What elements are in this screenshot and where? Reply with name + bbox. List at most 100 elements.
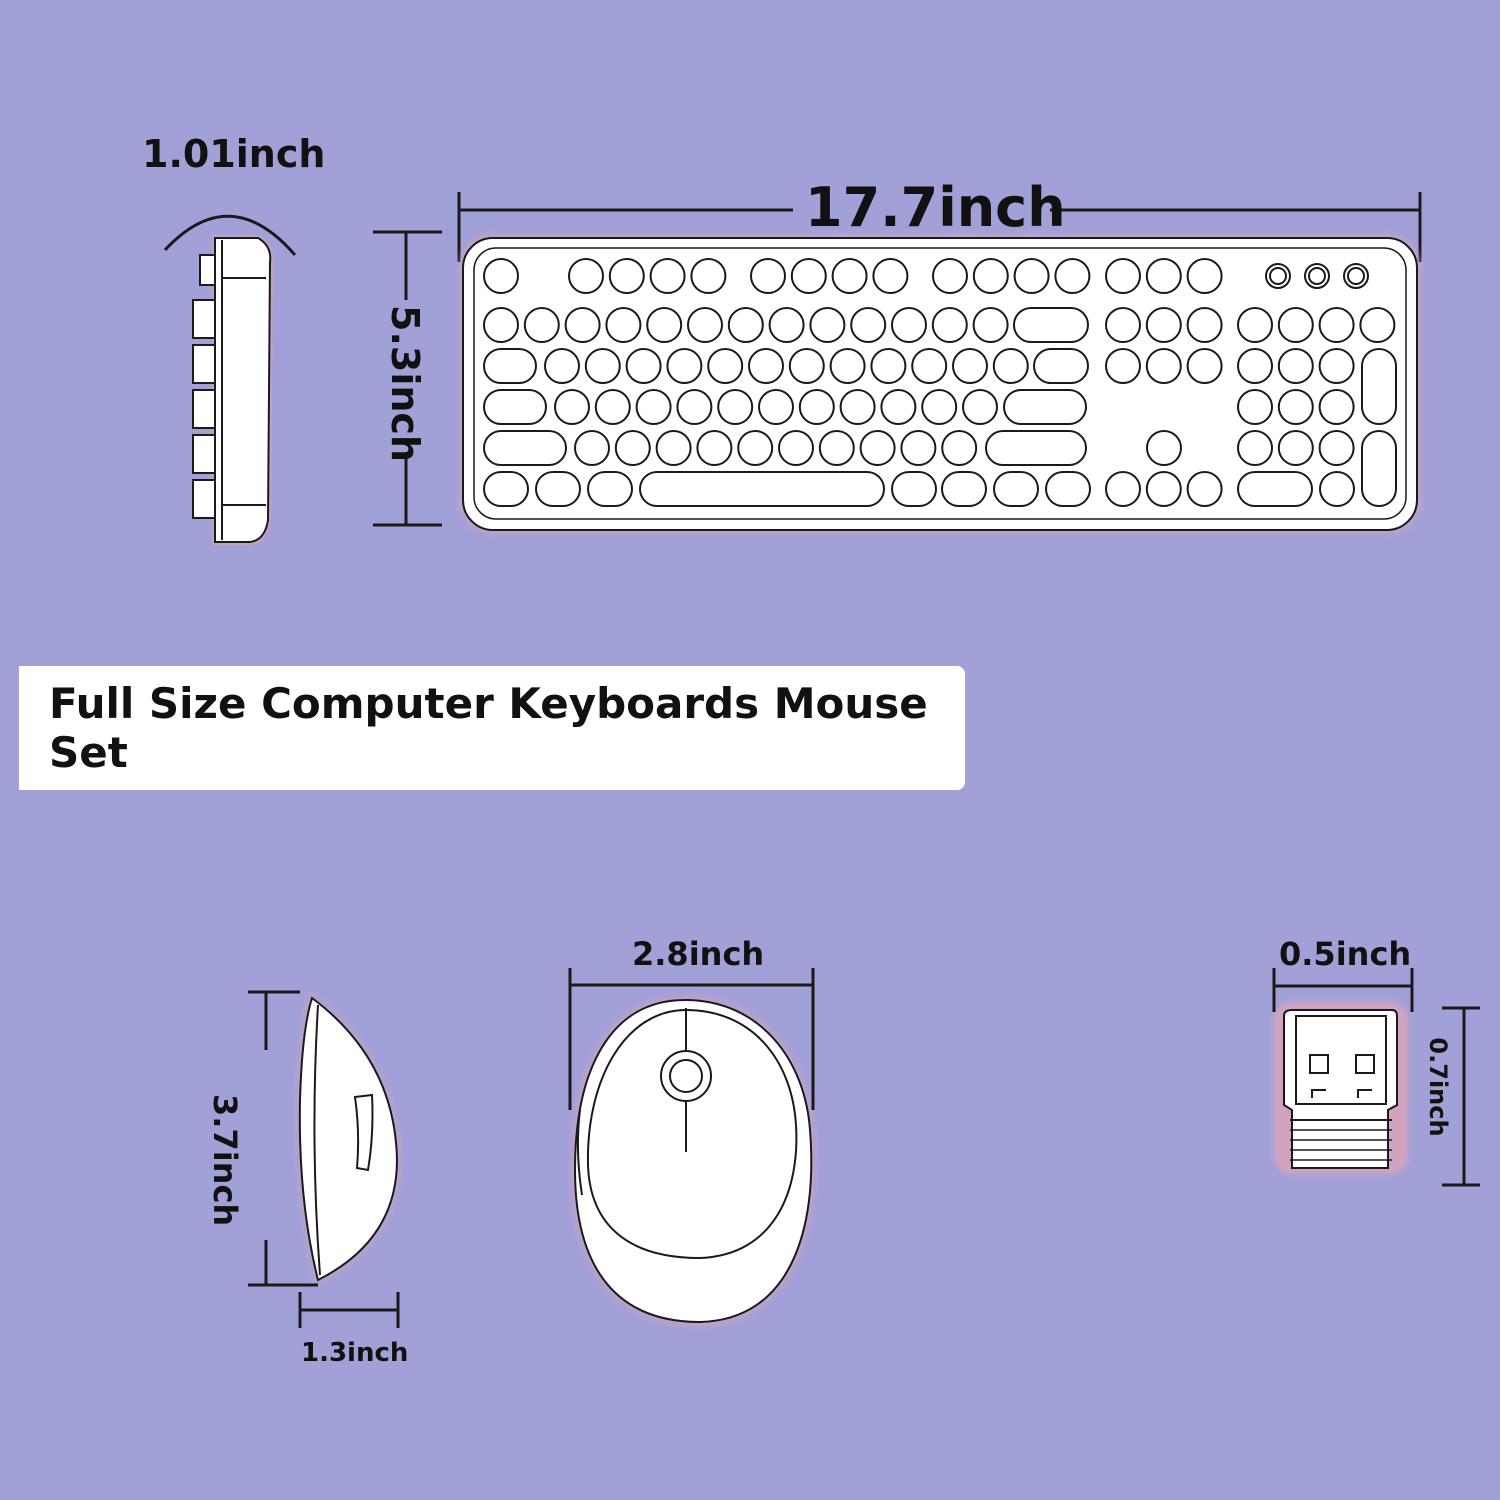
key: [1054, 258, 1091, 294]
key: [1033, 348, 1089, 384]
key: [900, 430, 937, 466]
key: [1186, 258, 1223, 294]
key: [798, 389, 835, 425]
key: [1105, 471, 1141, 507]
key: [1146, 430, 1182, 466]
key: [778, 430, 814, 466]
key: [737, 430, 774, 466]
key: [717, 389, 754, 425]
key: [707, 348, 744, 384]
key: [1277, 389, 1314, 425]
key: [564, 307, 601, 343]
key: [911, 348, 948, 384]
key: [872, 258, 909, 294]
key: [1319, 471, 1355, 507]
key: [1237, 471, 1313, 507]
key: [625, 348, 662, 384]
key: [758, 389, 794, 425]
key: [1186, 348, 1223, 384]
key: [1277, 348, 1314, 384]
keyboard-width-label: 17.7inch: [805, 176, 1066, 239]
key: [829, 348, 866, 384]
key: [1013, 307, 1089, 343]
key: [1318, 348, 1355, 384]
title-banner: Full Size Computer Keyboards Mouse Set: [19, 666, 965, 790]
key: [649, 258, 686, 294]
key: [891, 471, 937, 507]
key: [483, 348, 537, 384]
usb-receiver: [1274, 1002, 1408, 1174]
key: [608, 258, 645, 294]
key: [985, 430, 1087, 466]
key: [870, 348, 907, 384]
mouse-height-label: 1.3inch: [301, 1338, 409, 1368]
key: [788, 348, 825, 384]
key: [1003, 389, 1087, 425]
key: [1237, 389, 1273, 425]
key: [750, 258, 786, 294]
key: [831, 258, 868, 294]
key: [1237, 430, 1273, 466]
key: [1237, 348, 1273, 384]
key: [1237, 307, 1273, 343]
key: [818, 430, 855, 466]
key: [931, 307, 968, 343]
keyboard-width-dimension: [457, 192, 1422, 262]
key: [850, 307, 887, 343]
key: [1145, 471, 1182, 507]
mouse-length-label: 3.7inch: [206, 1094, 244, 1227]
key: [1045, 471, 1091, 507]
key: [1105, 307, 1141, 343]
key: [1186, 471, 1223, 507]
keyboard-thickness-label: 1.01inch: [142, 132, 326, 176]
key: [859, 430, 896, 466]
key: [666, 348, 703, 384]
keyboard-depth-dimension: [373, 230, 442, 527]
key: [1318, 307, 1355, 343]
key: [932, 258, 968, 294]
page-title: Full Size Computer Keyboards Mouse Set: [49, 679, 928, 777]
key: [1277, 430, 1314, 466]
key: [483, 258, 519, 294]
key: [676, 389, 713, 425]
key: [614, 430, 651, 466]
key: [972, 307, 1009, 343]
key: [523, 307, 560, 343]
key: [574, 430, 610, 466]
key: [941, 430, 978, 466]
indicator-light: [1347, 267, 1365, 285]
key: [1145, 258, 1182, 294]
mouse-top-view: [570, 995, 816, 1327]
key: [1318, 389, 1355, 425]
receiver-dimensions: [1272, 968, 1480, 1187]
mouse-width-label: 2.8inch: [632, 935, 765, 973]
key: [972, 258, 1009, 294]
key: [1318, 430, 1355, 466]
key: [687, 307, 723, 343]
key: [1277, 307, 1314, 343]
key: [568, 258, 604, 294]
key: [1105, 348, 1141, 384]
key: [594, 389, 631, 425]
key: [941, 471, 987, 507]
key: [1361, 430, 1397, 507]
keyboard-top-view: [459, 234, 1421, 534]
key: [891, 307, 927, 343]
key: [748, 348, 784, 384]
key: [587, 471, 633, 507]
key: [584, 348, 621, 384]
keyboard-side-view: [163, 214, 297, 545]
key: [1105, 258, 1141, 294]
key: [483, 389, 547, 425]
key: [635, 389, 672, 425]
receiver-length-label: 0.7inch: [1424, 1037, 1452, 1137]
mouse-width-dimension: [568, 968, 815, 1110]
key: [535, 471, 581, 507]
key: [962, 389, 998, 425]
key: [483, 471, 529, 507]
key: [993, 471, 1039, 507]
key: [880, 389, 917, 425]
key: [1359, 307, 1396, 343]
receiver-width-label: 0.5inch: [1279, 935, 1412, 973]
